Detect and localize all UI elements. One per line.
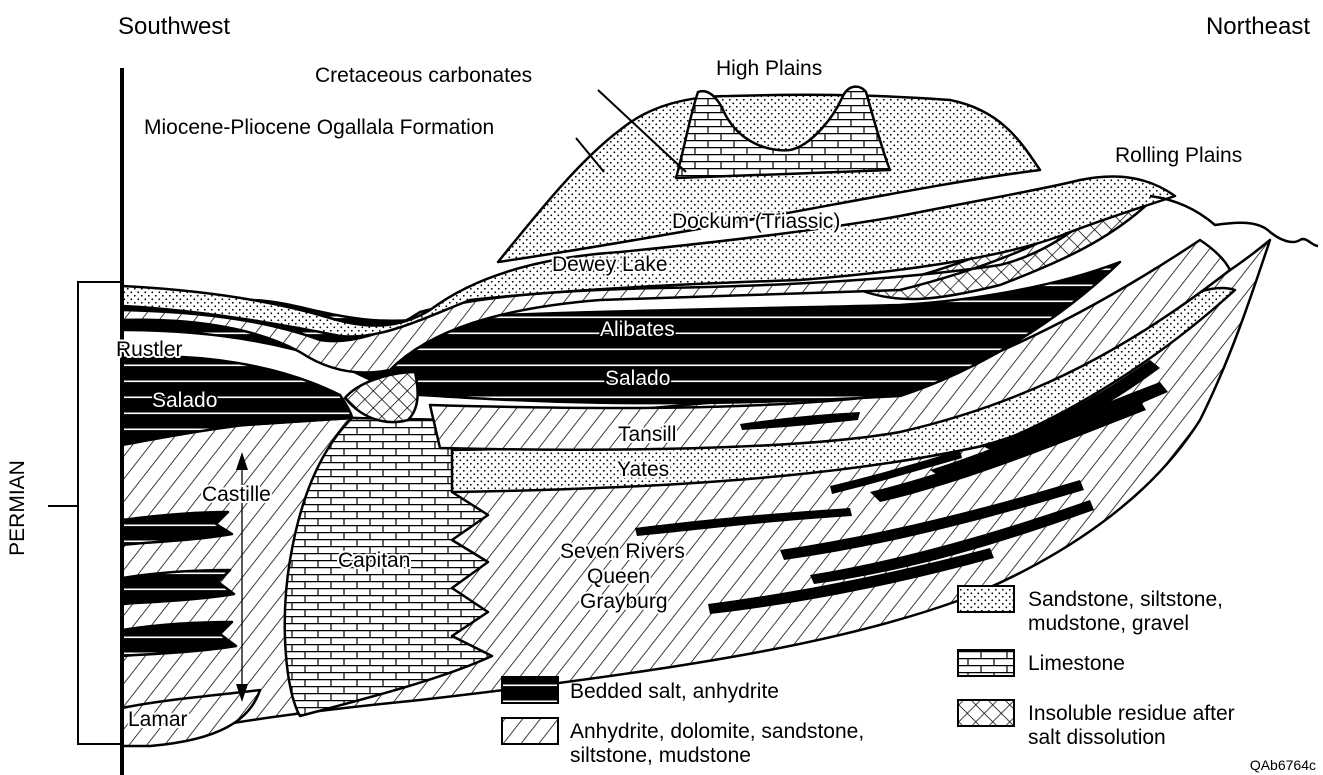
legend-swatch-anhydrite [502, 718, 558, 744]
figure-id: QAb6764c [1250, 757, 1316, 773]
label-salado-west: Salado [152, 389, 217, 412]
legend-swatch-residue [958, 700, 1014, 726]
legend-label-sandstone-2: mudstone, gravel [1028, 612, 1189, 635]
legend-label-limestone: Limestone [1028, 652, 1125, 675]
legend-item-anhydrite: Anhydrite, dolomite, sandstone, siltston… [502, 718, 864, 767]
high-plains-label: High Plains [716, 57, 822, 80]
label-seven-rivers: Seven Rivers [560, 540, 685, 563]
legend-item-residue: Insoluble residue after salt dissolution [958, 700, 1235, 749]
legend-item-salt: Bedded salt, anhydrite [502, 677, 779, 703]
label-dewey-lake: Dewey Lake [552, 253, 668, 276]
label-yates: Yates [617, 458, 669, 481]
label-rustler: Rustler [116, 338, 183, 361]
label-alibates: Alibates [600, 318, 675, 341]
period-label: PERMIAN [6, 460, 29, 556]
legend-item-sandstone: Sandstone, siltstone, mudstone, gravel [958, 586, 1223, 635]
label-salado-east: Salado [605, 367, 670, 390]
legend-label-anhydrite-2: siltstone, mudstone [570, 744, 751, 767]
label-dockum: Dockum (Triassic) [672, 210, 840, 233]
cretaceous-callout: Cretaceous carbonates [315, 64, 532, 87]
label-lamar: Lamar [128, 708, 188, 731]
label-castille: Castille [202, 483, 271, 506]
label-tansill: Tansill [618, 423, 676, 446]
legend-swatch-salt [502, 677, 558, 703]
legend-label-salt: Bedded salt, anhydrite [570, 680, 779, 703]
legend-item-limestone: Limestone [958, 650, 1125, 676]
permian-bracket [48, 68, 122, 775]
strata [122, 87, 1318, 746]
label-queen: Queen [587, 565, 650, 588]
legend-swatch-limestone [958, 650, 1014, 676]
label-grayburg: Grayburg [580, 590, 668, 613]
label-capitan: Capitan [338, 549, 410, 572]
rolling-plains-surface [1150, 196, 1318, 246]
legend-swatch-sandstone [958, 586, 1014, 612]
rolling-plains-label: Rolling Plains [1115, 144, 1242, 167]
direction-right-label: Northeast [1206, 13, 1310, 40]
legend-label-residue-1: Insoluble residue after [1028, 702, 1235, 725]
legend-label-residue-2: salt dissolution [1028, 726, 1166, 749]
ogallala-callout: Miocene-Pliocene Ogallala Formation [144, 116, 494, 139]
legend-label-anhydrite-1: Anhydrite, dolomite, sandstone, [570, 720, 864, 743]
legend-label-sandstone-1: Sandstone, siltstone, [1028, 588, 1223, 611]
residue-center [345, 372, 418, 422]
direction-left-label: Southwest [118, 13, 230, 40]
